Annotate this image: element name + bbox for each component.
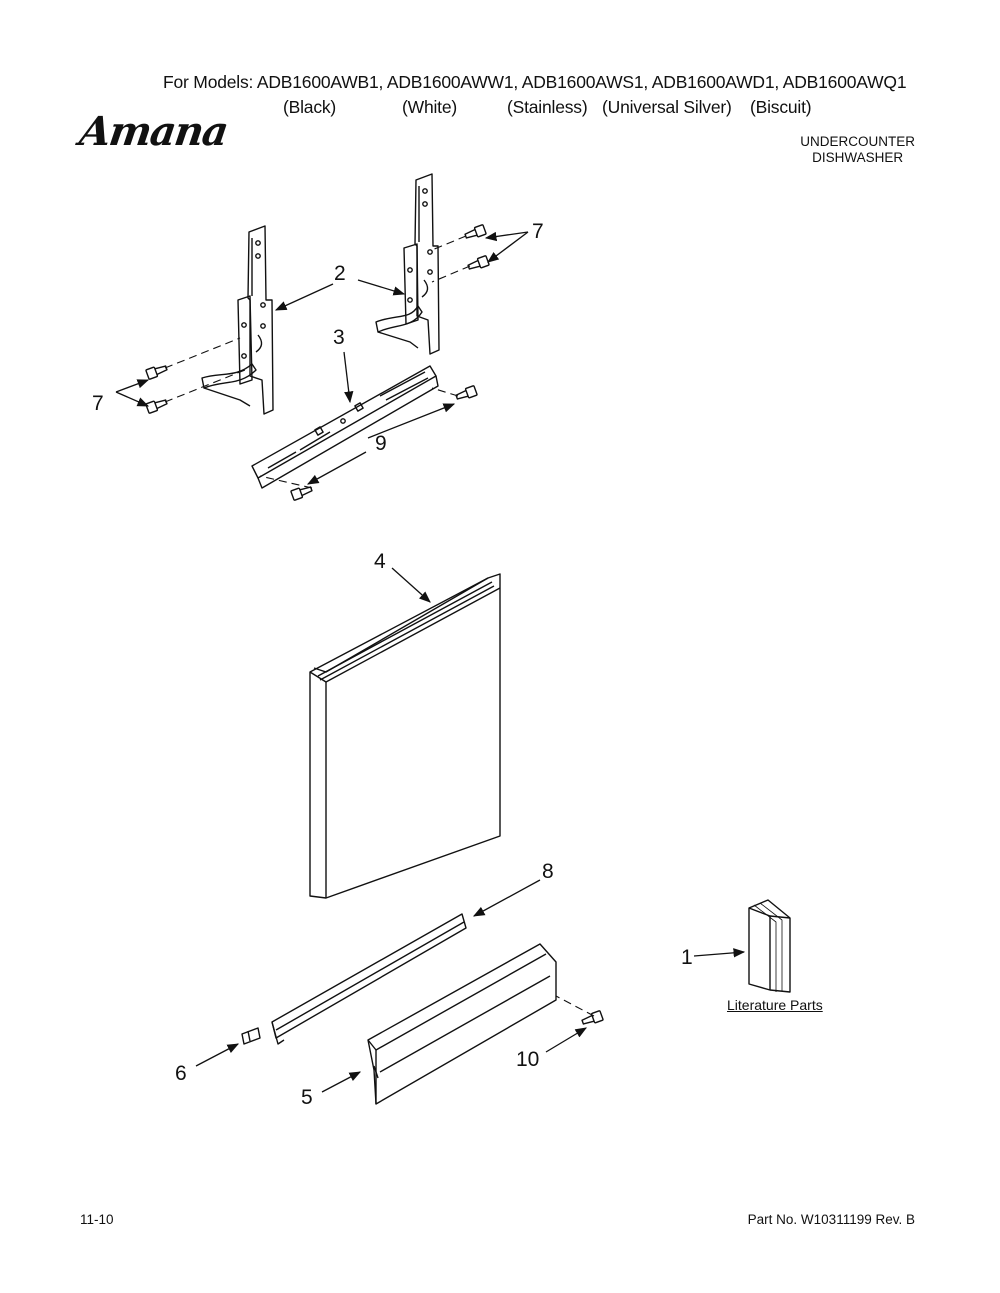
clip-part <box>241 1027 261 1045</box>
screw-9b <box>290 486 313 501</box>
assembly-lines <box>164 235 595 1017</box>
variant-universal-silver: (Universal Silver) <box>602 97 732 117</box>
callout-6: 6 <box>175 1062 187 1085</box>
toe-panel <box>367 943 557 1105</box>
variant-black: (Black) <box>283 97 337 117</box>
product-line-2: DISHWASHER <box>812 150 904 165</box>
screw-10 <box>581 1010 604 1025</box>
callout-5: 5 <box>301 1086 313 1109</box>
callout-8: 8 <box>542 860 554 883</box>
trim-strip <box>271 913 467 1045</box>
literature-parts-label: Literature Parts <box>727 997 823 1013</box>
product-line-1: UNDERCOUNTER <box>800 134 915 149</box>
screw-7a <box>145 365 168 380</box>
callout-9: 9 <box>375 432 387 455</box>
callout-7-left: 7 <box>92 392 104 415</box>
models-line: For Models: ADB1600AWB1, ADB1600AWW1, AD… <box>163 72 907 92</box>
variant-white: (White) <box>402 97 457 117</box>
hinge-bracket-left <box>201 225 274 415</box>
callout-7-right: 7 <box>532 220 544 243</box>
variant-stainless: (Stainless) <box>507 97 588 117</box>
screw-7c <box>464 224 487 239</box>
screw-7b <box>145 399 168 414</box>
callout-3: 3 <box>333 326 345 349</box>
footer-date: 11-10 <box>80 1212 114 1227</box>
mounting-bracket <box>251 365 439 489</box>
screws-9 <box>290 385 478 501</box>
screw-9a <box>455 385 478 400</box>
footer-part-number: Part No. W10311199 Rev. B <box>747 1212 915 1227</box>
leader-arrows <box>115 231 746 1093</box>
variant-biscuit: (Biscuit) <box>750 97 812 117</box>
callout-1: 1 <box>681 946 693 969</box>
callout-10: 10 <box>516 1048 540 1071</box>
callout-4: 4 <box>374 550 386 573</box>
literature-booklet <box>748 899 791 993</box>
callout-2: 2 <box>334 262 346 285</box>
hinge-bracket-right <box>375 173 440 355</box>
screw-7d <box>467 255 490 270</box>
product-type: UNDERCOUNTER DISHWASHER <box>800 134 915 166</box>
door-panel <box>309 573 501 899</box>
